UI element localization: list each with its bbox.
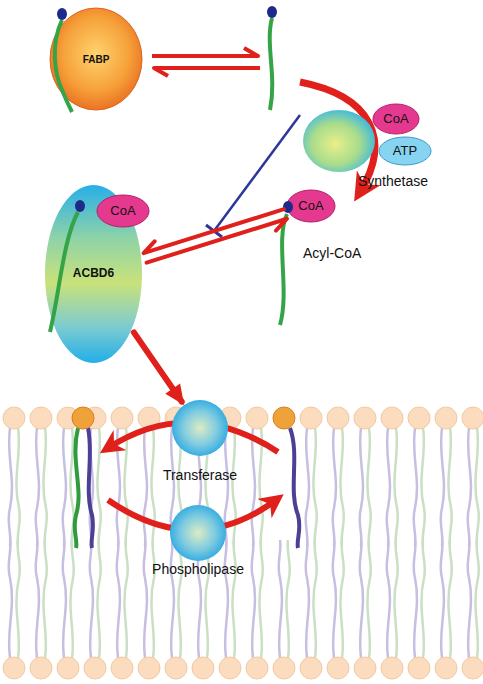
arrow-head bbox=[165, 383, 184, 405]
equilibrium-arrow bbox=[147, 219, 287, 263]
enzyme-circle: Transferase bbox=[172, 400, 228, 456]
acbd6-bound-acyl-chain bbox=[50, 200, 85, 332]
shape-fill bbox=[303, 110, 375, 172]
edge-group bbox=[134, 332, 184, 405]
shape-fill bbox=[373, 104, 419, 134]
free-fatty-acid bbox=[267, 6, 277, 110]
phospholipid-diacyl bbox=[72, 407, 94, 548]
shape-outline bbox=[172, 400, 228, 456]
shape-outline bbox=[303, 110, 375, 172]
enzyme-blob: SynthetaseCoAATP bbox=[303, 110, 375, 172]
node-text: CoA bbox=[287, 190, 335, 222]
node-text: Phospholipase bbox=[152, 562, 244, 577]
node-text: CoA bbox=[97, 195, 149, 227]
node-text: Synthetase bbox=[358, 174, 428, 189]
shape-fill bbox=[172, 400, 228, 456]
lysophospholipid bbox=[273, 407, 299, 548]
coa-ellipse: CoA bbox=[97, 195, 149, 227]
molecule-label: Acyl-CoA bbox=[303, 245, 361, 261]
atp-ellipse: ATP bbox=[379, 137, 431, 165]
node-text: ATP bbox=[379, 137, 431, 165]
coa-ellipse: CoA bbox=[373, 104, 419, 134]
coa-ellipse: CoA bbox=[287, 190, 335, 222]
membrane-bottom-leaflet bbox=[3, 540, 483, 679]
equilibrium-arrow bbox=[144, 209, 284, 253]
node-text: Transferase bbox=[163, 468, 237, 483]
fatty-acid-on-fabp bbox=[55, 8, 72, 112]
edge-group bbox=[147, 219, 287, 263]
enzyme-circle: Phospholipase bbox=[170, 505, 226, 561]
fabp-equilibrium-arrows bbox=[152, 48, 260, 76]
shape-fill bbox=[287, 190, 335, 222]
shape-outline bbox=[170, 505, 226, 561]
shape-fill bbox=[379, 137, 431, 165]
shape-fill bbox=[170, 505, 226, 561]
node-text: CoA bbox=[373, 104, 419, 134]
shape-fill bbox=[97, 195, 149, 227]
edge-group bbox=[144, 209, 284, 253]
